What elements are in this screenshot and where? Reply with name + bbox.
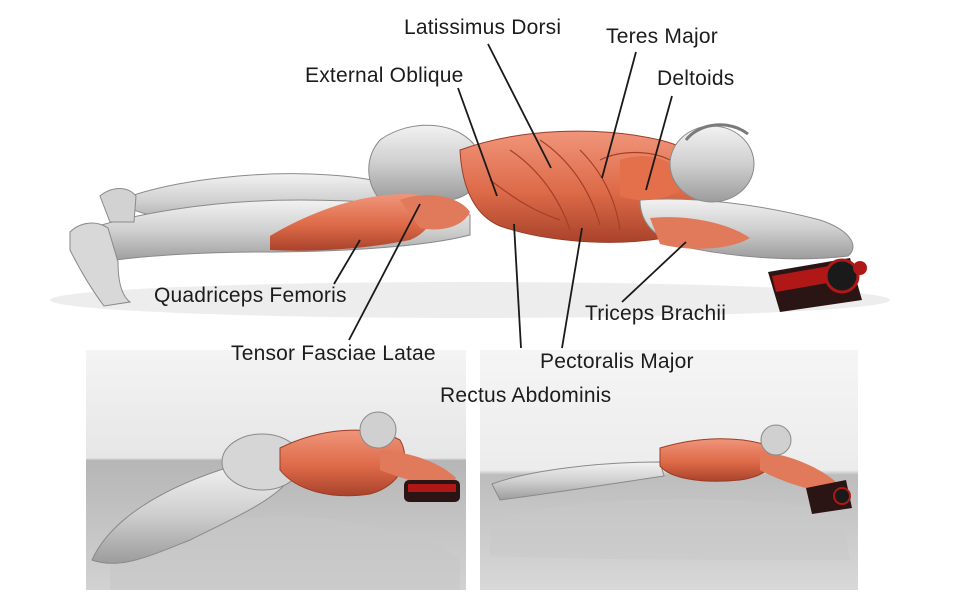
muscle-striations	[489, 139, 671, 231]
leader-triceps-brachii	[621, 241, 687, 303]
label-tensor-fasciae-latae: Tensor Fasciae Latae	[231, 342, 436, 365]
extended-arm	[760, 452, 836, 494]
kneeling-roller-frame	[408, 484, 456, 492]
extended-roller-wheel	[833, 487, 851, 505]
floor-shadow	[50, 282, 890, 318]
extended-panel	[480, 350, 858, 590]
label-external-oblique: External Oblique	[305, 64, 464, 87]
leader-latissimus-dorsi	[487, 43, 552, 169]
triceps-muscle	[650, 217, 750, 249]
kneeling-panel	[86, 350, 466, 590]
extended-torso	[659, 438, 775, 482]
main-figure	[50, 123, 890, 318]
foot-near	[69, 222, 132, 307]
label-pectoralis-major: Pectoralis Major	[540, 350, 694, 373]
deltoid-muscle	[620, 156, 686, 201]
foot-far	[99, 188, 137, 223]
ab-roller-device	[768, 258, 867, 312]
label-triceps-brachii: Triceps Brachii	[585, 302, 727, 325]
leader-teres-major	[601, 51, 637, 179]
kneeling-head	[359, 411, 397, 449]
head-hair	[684, 123, 749, 141]
leader-quadriceps-femoris	[333, 239, 361, 285]
extended-legs	[491, 461, 665, 501]
label-rectus-abdominis: Rectus Abdominis	[440, 384, 612, 407]
quadriceps-muscle	[270, 194, 434, 251]
roller-handle-cap	[853, 261, 867, 275]
extended-head	[760, 424, 792, 456]
leader-rectus-abdominis	[513, 223, 522, 349]
label-teres-major: Teres Major	[606, 25, 718, 48]
roller-wheel	[824, 258, 860, 294]
leader-deltoids	[645, 95, 673, 191]
label-latissimus-dorsi: Latissimus Dorsi	[404, 16, 562, 39]
leader-tensor-fasciae-latae	[348, 203, 421, 341]
label-deltoids: Deltoids	[657, 67, 735, 90]
extended-reflection	[490, 499, 850, 560]
leader-external-oblique	[457, 87, 498, 197]
leader-pectoralis-major	[561, 227, 583, 349]
label-quadriceps-femoris: Quadriceps Femoris	[154, 284, 347, 307]
tensor-fasciae-latae-muscle	[400, 195, 470, 230]
leader-lines	[333, 43, 687, 349]
head	[669, 125, 755, 203]
